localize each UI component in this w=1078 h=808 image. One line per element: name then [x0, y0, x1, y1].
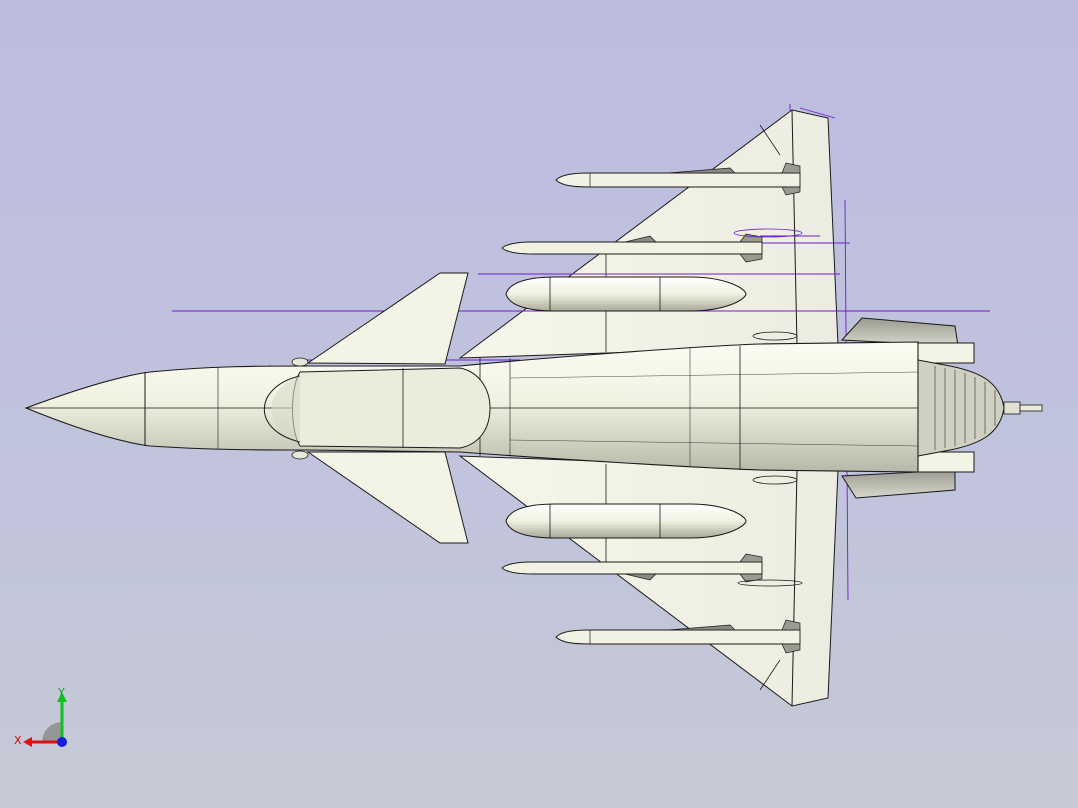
drop-tank-lower[interactable]	[505, 503, 747, 539]
ventral-fin-lower[interactable]	[841, 451, 975, 499]
drop-tank-upper[interactable]	[505, 276, 747, 312]
missile-outer-upper[interactable]	[555, 162, 801, 196]
pylon-ring-lower	[752, 475, 798, 485]
missile-inner-upper[interactable]	[501, 228, 803, 263]
engine-nozzle[interactable]	[917, 359, 1043, 457]
main-wing-lower[interactable]	[458, 455, 839, 707]
main-wing-upper[interactable]	[458, 109, 839, 359]
canard-upper[interactable]	[306, 272, 469, 365]
z-axis-dot-icon	[57, 737, 67, 747]
ventral-fin-upper[interactable]	[840, 317, 975, 364]
canard-lower[interactable]	[306, 451, 469, 544]
pylon-ring-upper	[752, 331, 798, 341]
canopy[interactable]	[263, 357, 491, 460]
missile-outer-lower[interactable]	[555, 619, 801, 654]
x-axis-label: X	[14, 734, 22, 747]
coordinate-triad[interactable]: Y X	[12, 686, 76, 752]
triad-plane-icon	[42, 722, 62, 742]
y-axis-label: Y	[57, 686, 65, 699]
missile-inner-lower[interactable]	[501, 553, 803, 587]
